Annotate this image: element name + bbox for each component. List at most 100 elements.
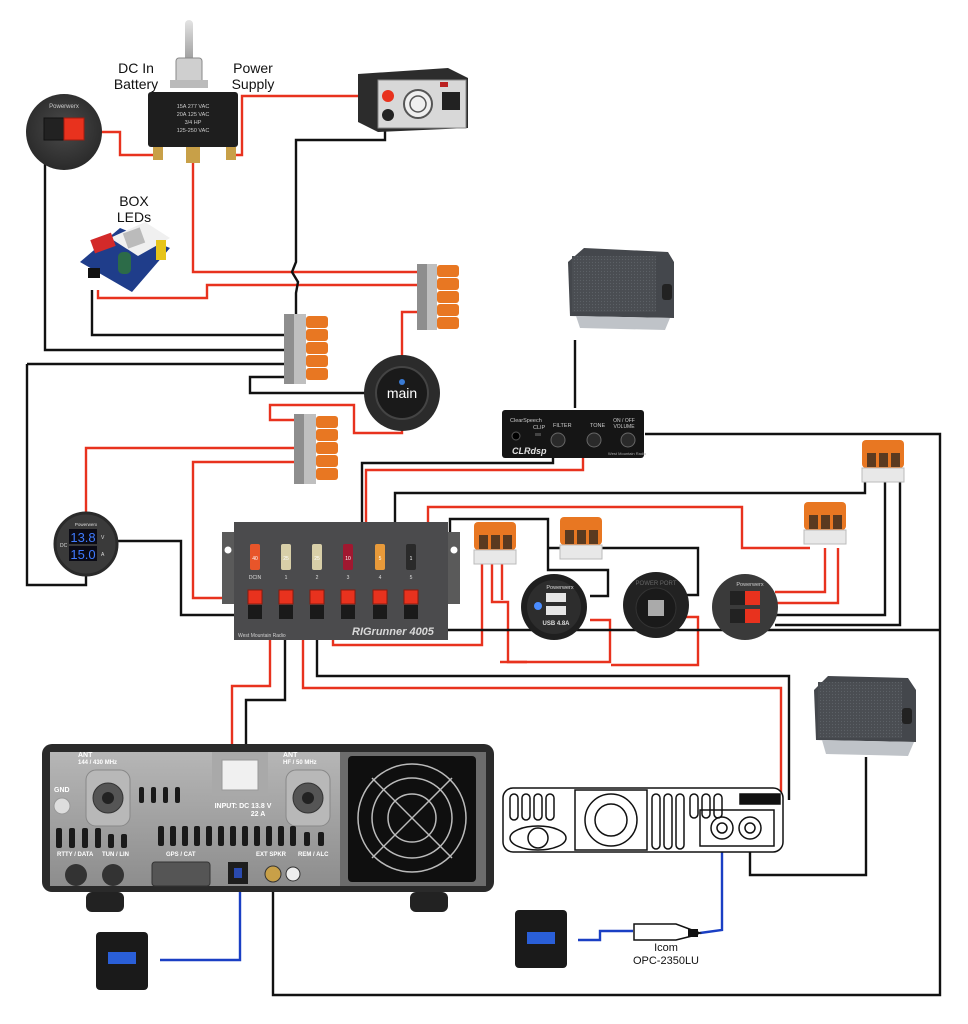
wire-usb-hf-radio [160, 862, 242, 962]
usb-port-2[interactable] [546, 606, 566, 615]
clrdsp-clip-label: CLIP [533, 425, 546, 431]
main-led-icon [399, 379, 405, 385]
wago-block-lower[interactable] [294, 414, 338, 484]
wire-usb-to-wago [500, 618, 612, 664]
wago-3way-powerpole-neg[interactable] [861, 440, 905, 483]
powerpole-output-negative[interactable] [373, 605, 387, 619]
usb-a-socket-right[interactable] [527, 932, 555, 944]
dc-power-input[interactable] [221, 759, 259, 791]
wire-usb-icom [699, 828, 724, 935]
wago-levers [427, 264, 459, 330]
wago-3way-usb[interactable] [473, 522, 517, 565]
volume-knob[interactable] [620, 432, 636, 448]
gnd-label: GND [54, 787, 70, 794]
gnd-terminal[interactable] [53, 797, 71, 815]
fuse-rating: 10 [345, 556, 351, 562]
rtty-data-port[interactable] [65, 864, 87, 886]
wire-wago-to-main [400, 310, 420, 365]
power-supply [358, 68, 468, 132]
vents [56, 787, 324, 848]
port-label-remalc: REM / ALC [298, 852, 329, 858]
clrdsp-tone-label: TONE [590, 423, 606, 429]
mobile-radio-usb-jack[interactable] [710, 816, 734, 840]
switch-rating-2: 20A 125 VAC [177, 112, 210, 118]
speaker-bottom [814, 676, 916, 756]
wire-powerport-neg [548, 546, 700, 597]
rem-alc-jack[interactable] [285, 866, 301, 882]
clip-led-icon [535, 433, 541, 436]
hf-radio-rear: ANT 144 / 430 MHz ANT HF / 50 MHz GND IN… [42, 744, 494, 912]
ext-spkr-jack[interactable] [264, 865, 282, 883]
voltmeter: Powerwerx 13.8 15.0 V A DC [53, 511, 119, 577]
clrdsp-brand: ClearSpeech [510, 418, 542, 424]
fuse-label: 1 [285, 575, 288, 581]
wire-switch-common-to-wago [191, 160, 420, 274]
usb-panel-connector-right [515, 910, 567, 968]
powerpole-output-positive[interactable] [247, 589, 263, 605]
fuse-4[interactable] [375, 544, 385, 570]
port-label-tun: TUN / LIN [102, 852, 129, 858]
fuse-5[interactable] [406, 544, 416, 570]
power-supply-label-line2: Supply [231, 76, 275, 93]
wire-switch-to-supply [234, 94, 385, 157]
toggle-lever[interactable] [185, 20, 193, 62]
voltage-unit: V [101, 535, 105, 541]
headphone-jack-icon [511, 431, 521, 441]
clrdsp-unit: ClearSpeech CLIP FILTER TONE ON / OFF VO… [502, 410, 647, 458]
power-port-socket: POWER PORT [623, 572, 689, 638]
wago-3way-powerpole-pos[interactable] [803, 502, 847, 545]
tone-knob[interactable] [586, 432, 602, 448]
mobile-radio-speaker-jack[interactable] [738, 816, 762, 840]
switch-rating-4: 125-250 VAC [177, 128, 210, 134]
usb-a-socket-left[interactable] [108, 952, 136, 964]
usb-port-1[interactable] [546, 593, 566, 602]
ant1-label-2: 144 / 430 MHz [78, 760, 117, 766]
usb-led-icon [534, 602, 542, 610]
powerwerx-inlet: Powerwerx [26, 94, 102, 170]
fuse-2[interactable] [312, 544, 322, 570]
wire-main-to-wago2 [268, 403, 404, 435]
voltmeter-mode: DC [60, 543, 68, 549]
clrdsp-volume-label-1: ON / OFF [613, 418, 635, 424]
wire-wago-pp-to-dual1 [775, 548, 827, 594]
gps-cat-port[interactable] [151, 861, 211, 887]
fuse-3[interactable] [343, 544, 353, 570]
mobile-radio-power-socket[interactable] [739, 793, 781, 805]
clrdsp-filter-label: FILTER [553, 423, 572, 429]
wire-dual-neg1 [775, 478, 887, 617]
toggle-switch[interactable]: 15A 277 VAC 20A 125 VAC 3/4 HP 125-250 V… [148, 20, 238, 163]
powerpole-output-negative[interactable] [341, 605, 355, 619]
wago-3way-usb-neg[interactable] [559, 517, 603, 560]
powerpole-output-positive[interactable] [309, 589, 325, 605]
mobile-radio-rear [502, 787, 784, 853]
powerpole-output-positive[interactable] [278, 589, 294, 605]
switch-rating-1: 15A 277 VAC [177, 104, 210, 110]
powerpole-output-positive[interactable] [403, 589, 419, 605]
fuse-rating: 40 [252, 556, 258, 562]
wago-block-top-right[interactable] [417, 264, 459, 330]
powerpole-output-negative[interactable] [248, 605, 262, 619]
powerpole-output-negative[interactable] [279, 605, 293, 619]
positive-wires [84, 94, 840, 796]
powerpole-output-positive[interactable] [340, 589, 356, 605]
powerpole-output-negative[interactable] [404, 605, 418, 619]
dc-in-label-line1: DC In [118, 60, 154, 76]
filter-knob[interactable] [550, 432, 566, 448]
fuse-1[interactable] [281, 544, 291, 570]
wire-inlet-to-switch [92, 130, 158, 157]
port-label-extspkr: EXT SPKR [256, 852, 287, 858]
wago-block-center[interactable] [284, 314, 328, 384]
fuse-dcin[interactable] [250, 544, 260, 570]
powerpole-output-negative[interactable] [310, 605, 324, 619]
rigrunner-maker: West Mountain Radio [238, 633, 286, 639]
voltage-reading: 13.8 [70, 530, 95, 545]
wire-wago-pp-to-dual2 [775, 548, 840, 605]
switch-rating-3: 3/4 HP [185, 120, 202, 126]
fuse-label: 3 [347, 575, 350, 581]
main-switch[interactable]: main [364, 355, 440, 431]
tun-lin-port[interactable] [102, 864, 124, 886]
port-label-rtty: RTTY / DATA [57, 852, 94, 858]
fuse-rating: 25 [283, 556, 289, 562]
powerpole-output-positive[interactable] [372, 589, 388, 605]
clrdsp-maker: West Mountain Radio [608, 451, 647, 456]
